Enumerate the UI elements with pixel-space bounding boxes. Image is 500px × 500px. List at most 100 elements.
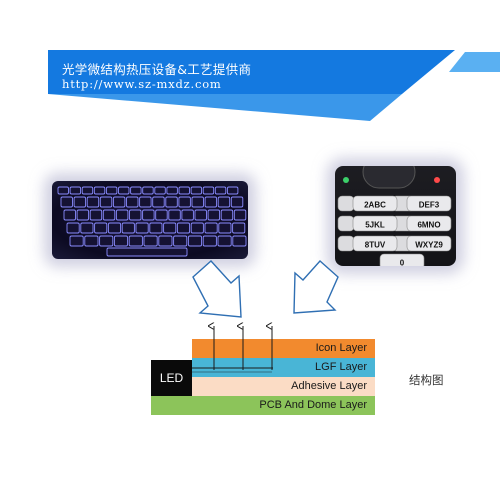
keyboard-key	[187, 235, 203, 247]
keyboard-key	[128, 235, 143, 247]
phone-key	[406, 215, 452, 232]
keyboard-key	[69, 186, 82, 195]
keyboard-key	[142, 209, 155, 221]
phone-key	[352, 235, 398, 252]
keyboard-key	[230, 196, 244, 208]
right-down-arrow	[293, 260, 339, 314]
keyboard-key	[181, 209, 194, 221]
keyboard-key	[214, 186, 227, 195]
keyboard-key	[194, 209, 207, 221]
keyboard-key	[232, 235, 247, 247]
keyboard-key	[168, 209, 181, 221]
keyboard-key	[218, 222, 232, 234]
phone-key-label: DEF3	[419, 201, 440, 210]
keyboard-key	[112, 196, 126, 208]
keyboard-key	[81, 186, 94, 195]
keyboard-key	[233, 209, 247, 221]
keyboard-key	[94, 222, 108, 234]
keyboard-key	[139, 196, 152, 208]
keyboard-key	[207, 209, 221, 221]
phone-keypad-photo: 2ABC DEF3 5JKL 6MNO 8TUV WXYZ9 0	[335, 166, 456, 266]
backlit-keyboard-photo	[52, 181, 248, 259]
keyboard-key	[204, 196, 218, 208]
keyboard-key	[76, 209, 90, 221]
phone-key-label: WXYZ9	[415, 241, 443, 250]
keyboard-key	[63, 209, 76, 221]
keyboard-key	[121, 222, 135, 234]
keyboard-key	[118, 186, 130, 195]
keyboard-key	[165, 196, 178, 208]
keyboard-key	[149, 222, 163, 234]
keyboard-key	[155, 209, 168, 221]
banner-dark-band	[48, 50, 455, 94]
phone-key-label: 8TUV	[365, 241, 386, 250]
phone-key	[352, 195, 398, 212]
keyboard-key	[60, 196, 73, 208]
keyboard-key	[202, 186, 215, 195]
phone-key-label: 6MNO	[417, 221, 440, 230]
icon-layer: Icon Layer	[192, 339, 375, 358]
header-banner	[48, 50, 500, 121]
end-call-icon	[434, 177, 440, 183]
keyboard-key	[126, 196, 139, 208]
keyboard-key	[130, 186, 142, 195]
keyboard-key	[107, 222, 122, 234]
keyboard-key	[204, 222, 218, 234]
keyboard-key	[105, 186, 118, 195]
keyboard-key	[152, 196, 165, 208]
keyboard-key	[190, 222, 204, 234]
adhesive-layer: Adhesive Layer	[192, 377, 375, 396]
keyboard-keys	[57, 186, 247, 257]
keyboard-key	[86, 196, 100, 208]
keyboard-key	[99, 196, 113, 208]
phone-key	[379, 253, 425, 266]
keyboard-key	[217, 196, 231, 208]
keyboard-key	[135, 222, 149, 234]
call-icon	[343, 177, 349, 183]
keyboard-key	[178, 196, 191, 208]
keyboard-key	[113, 235, 129, 247]
keyboard-key	[142, 186, 154, 195]
banner-light-stripe	[449, 52, 500, 72]
led-block: LED	[151, 360, 192, 396]
pcb-and-dome-layer: PCB And Dome Layer	[151, 396, 375, 415]
phone-key-label: 0	[400, 259, 405, 267]
keyboard-key	[80, 222, 94, 234]
keyboard-key	[232, 222, 246, 234]
keyboard-key	[178, 186, 190, 195]
phone-key	[352, 215, 398, 232]
left-down-arrow	[192, 260, 242, 318]
keyboard-key	[69, 235, 84, 247]
company-tagline: 光学微结构热压设备&工艺提供商	[62, 62, 252, 77]
structure-diagram-label: 结构图	[409, 373, 444, 387]
keyboard-key	[158, 235, 173, 247]
keyboard-key	[129, 209, 142, 221]
keyboard-key	[166, 186, 178, 195]
keyboard-key	[143, 235, 158, 247]
phone-key	[406, 235, 452, 252]
keyboard-key	[99, 235, 114, 247]
lgf-layer: LGF Layer	[192, 358, 375, 377]
keyboard-key	[173, 235, 188, 247]
keyboard-key	[226, 186, 239, 195]
keyboard-key	[220, 209, 234, 221]
keyboard-key	[191, 196, 204, 208]
keyboard-key	[57, 186, 69, 195]
keyboard-key	[154, 186, 166, 195]
keyboard-key	[163, 222, 177, 234]
keyboard-key	[176, 222, 191, 234]
keyboard-key	[102, 209, 116, 221]
phone-key-label: 2ABC	[364, 201, 386, 210]
keyboard-key	[93, 186, 106, 195]
keyboard-spacebar	[106, 247, 188, 257]
keyboard-key	[217, 235, 232, 247]
banner-lower-wedge	[48, 94, 402, 121]
keyboard-key	[84, 235, 99, 247]
phone-key-label: 5JKL	[365, 221, 385, 230]
keyboard-key	[66, 222, 80, 234]
keyboard-key	[190, 186, 203, 195]
company-url: http://www.sz-mxdz.com	[62, 77, 222, 91]
keyboard-key	[202, 235, 217, 247]
keyboard-key	[89, 209, 103, 221]
